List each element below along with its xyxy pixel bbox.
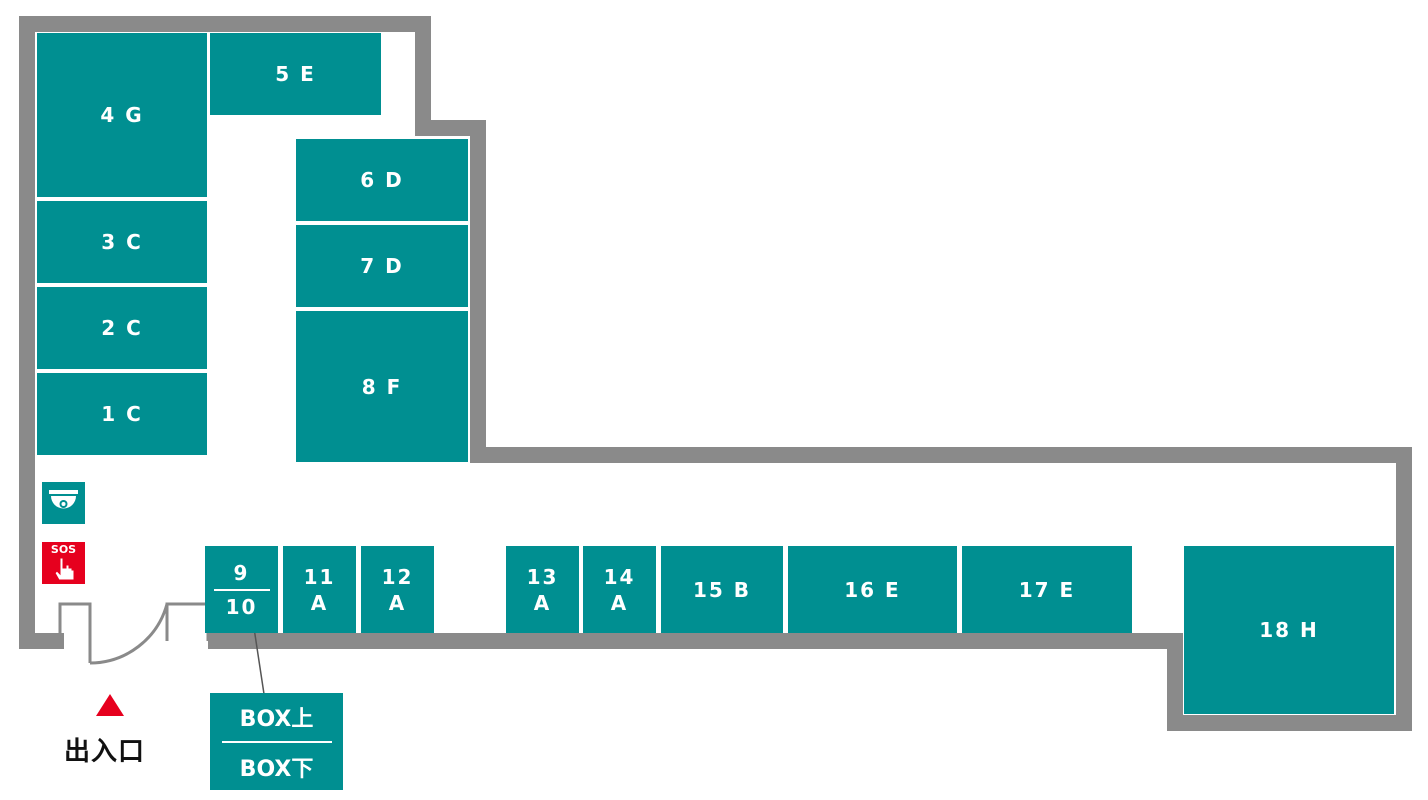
unit-18-label: 18 H bbox=[1259, 618, 1319, 642]
unit-6-label: 6 D bbox=[360, 168, 404, 192]
unit-3-label: 3 C bbox=[101, 230, 143, 254]
legend-lower-label: BOX下 bbox=[239, 756, 314, 782]
unit-number: 11 bbox=[303, 564, 336, 589]
unit-size: A bbox=[533, 590, 552, 615]
unit-16[interactable]: 16 E bbox=[788, 546, 957, 633]
unit-10-label: 10 bbox=[225, 594, 258, 619]
unit-2[interactable]: 2 C bbox=[37, 287, 207, 369]
unit-4[interactable]: 4 G bbox=[37, 33, 207, 197]
sos-text: SOS bbox=[50, 543, 77, 556]
box-legend: BOX上 BOX下 bbox=[210, 693, 343, 790]
unit-17-label: 17 E bbox=[1018, 577, 1076, 602]
unit-2-label: 2 C bbox=[101, 316, 143, 340]
unit-3[interactable]: 3 C bbox=[37, 201, 207, 283]
unit-divider bbox=[213, 588, 270, 591]
unit-number: 14 bbox=[603, 564, 636, 589]
unit-15-label: 15 B bbox=[692, 577, 752, 602]
unit-4-label: 4 G bbox=[100, 103, 144, 127]
entrance-marker-icon bbox=[96, 694, 124, 716]
unit-1[interactable]: 1 C bbox=[37, 373, 207, 455]
security-camera-icon bbox=[42, 482, 85, 524]
unit-number: 13 bbox=[526, 564, 559, 589]
legend-leader-line bbox=[253, 627, 265, 695]
unit-number: 12 bbox=[381, 564, 414, 589]
unit-18[interactable]: 18 H bbox=[1184, 546, 1394, 714]
unit-8[interactable]: 8 F bbox=[296, 311, 468, 462]
unit-8-label: 8 F bbox=[361, 374, 403, 399]
unit-5[interactable]: 5 E bbox=[210, 33, 381, 115]
unit-5-label: 5 E bbox=[275, 62, 316, 86]
entrance-door bbox=[58, 602, 210, 665]
unit-7[interactable]: 7 D bbox=[296, 225, 468, 307]
unit-16-label: 16 E bbox=[844, 577, 901, 602]
unit-15[interactable]: 15 B bbox=[661, 546, 783, 633]
unit-7-label: 7 D bbox=[360, 254, 404, 278]
entrance-label: 出入口 bbox=[64, 737, 146, 767]
unit-size: A bbox=[388, 590, 407, 615]
legend-divider bbox=[221, 740, 332, 743]
unit-size: A bbox=[610, 590, 629, 615]
sos-button-icon: SOS bbox=[42, 542, 85, 584]
outer-wall bbox=[19, 16, 1412, 731]
unit-9-10[interactable]: 9 10 bbox=[205, 546, 278, 633]
unit-17[interactable]: 17 E bbox=[962, 546, 1132, 633]
unit-1-label: 1 C bbox=[101, 402, 143, 426]
unit-size: A bbox=[310, 590, 329, 615]
hand-pointer-icon bbox=[53, 557, 74, 581]
unit-6[interactable]: 6 D bbox=[296, 139, 468, 221]
unit-9-label: 9 bbox=[233, 560, 250, 585]
legend-upper-label: BOX上 bbox=[239, 706, 314, 732]
